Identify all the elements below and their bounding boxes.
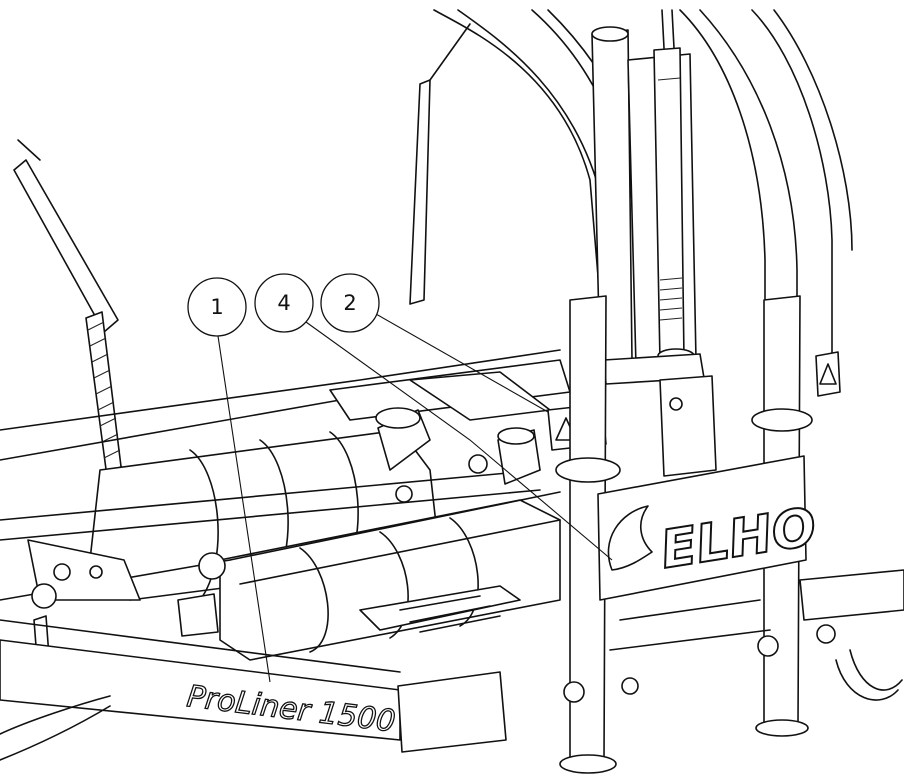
cylinder-brackets [375,407,541,503]
elho-flame-logo-icon [607,505,653,571]
base-frame: ProLiner 1500 [0,569,904,761]
rear-frame [0,349,571,461]
warning-decal-icon [815,351,841,397]
callout-1-leader [217,335,271,683]
callout-4: 4 [254,273,314,333]
callout-2: 2 [320,273,380,333]
callout-2-leader [375,313,549,413]
callout-4-label: 4 [277,291,290,315]
callout-1-label: 1 [210,295,223,319]
lower-mechanism [27,539,521,673]
leader-lines [217,313,613,683]
front-plate: ELHO [597,455,821,601]
callout-2-label: 2 [343,291,356,315]
front-posts [555,295,813,774]
callout-4-leader [305,321,613,561]
central-mast [591,9,705,385]
upper-rod [409,79,431,305]
rollers [0,429,561,661]
arch-tubes [433,9,853,411]
callout-1: 1 [187,277,247,337]
